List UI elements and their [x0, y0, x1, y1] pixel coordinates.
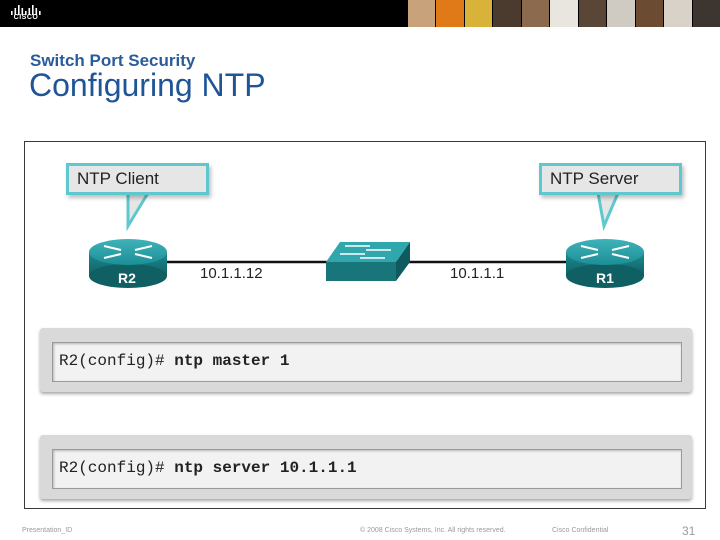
header-photo: [435, 0, 464, 27]
ntp-client-callout: NTP Client: [66, 163, 209, 195]
header-photo: [577, 0, 607, 27]
header-photo: [492, 0, 521, 27]
command-text: ntp master 1: [174, 352, 290, 370]
command-field: R2(config)# ntp master 1: [52, 342, 682, 382]
command-box-master: R2(config)# ntp master 1: [40, 328, 692, 392]
slide-title: Configuring NTP: [29, 67, 266, 103]
right-ip-label: 10.1.1.1: [450, 265, 505, 282]
switch-icon: [326, 242, 410, 281]
header-photo: [549, 0, 578, 27]
command-prompt: R2(config)#: [59, 459, 175, 477]
router-r1-icon: [566, 239, 644, 288]
header-photo: [408, 0, 436, 27]
header-photo: [663, 0, 692, 27]
header-photo: [520, 0, 550, 27]
command-field: R2(config)# ntp server 10.1.1.1: [52, 449, 682, 489]
cisco-logo: CISCO: [9, 4, 43, 24]
left-ip-label: 10.1.1.12: [200, 265, 263, 282]
router-r2-icon: [89, 239, 167, 288]
logo-wordmark: CISCO: [13, 14, 39, 21]
client-callout-pointer: [126, 191, 151, 232]
command-prompt: R2(config)#: [59, 352, 175, 370]
server-callout-pointer: [596, 191, 621, 232]
header-photo: [634, 0, 664, 27]
footer-copyright: © 2008 Cisco Systems, Inc. All rights re…: [360, 527, 506, 534]
footer-presentation-id: Presentation_ID: [22, 527, 73, 534]
page-number: 31: [682, 524, 696, 538]
ntp-server-callout: NTP Server: [539, 163, 682, 195]
router-right-label: R1: [596, 270, 614, 286]
cisco-bridge-icon: [11, 5, 41, 15]
command-line: R2(config)# ntp server 10.1.1.1: [59, 459, 357, 477]
ntp-client-label: NTP Client: [77, 169, 159, 188]
command-box-server: R2(config)# ntp server 10.1.1.1: [40, 435, 692, 499]
slide-subtitle: Switch Port Security: [30, 51, 196, 70]
command-text: ntp server 10.1.1.1: [174, 459, 357, 477]
command-line: R2(config)# ntp master 1: [59, 352, 289, 370]
footer-confidential: Cisco Confidential: [552, 527, 609, 534]
header-photo-strip: [408, 0, 720, 27]
header-photo: [463, 0, 493, 27]
header-bar: CISCO: [0, 0, 720, 27]
ntp-server-label: NTP Server: [550, 169, 639, 188]
header-photo: [606, 0, 635, 27]
router-left-label: R2: [118, 270, 136, 286]
header-photo: [691, 0, 720, 27]
